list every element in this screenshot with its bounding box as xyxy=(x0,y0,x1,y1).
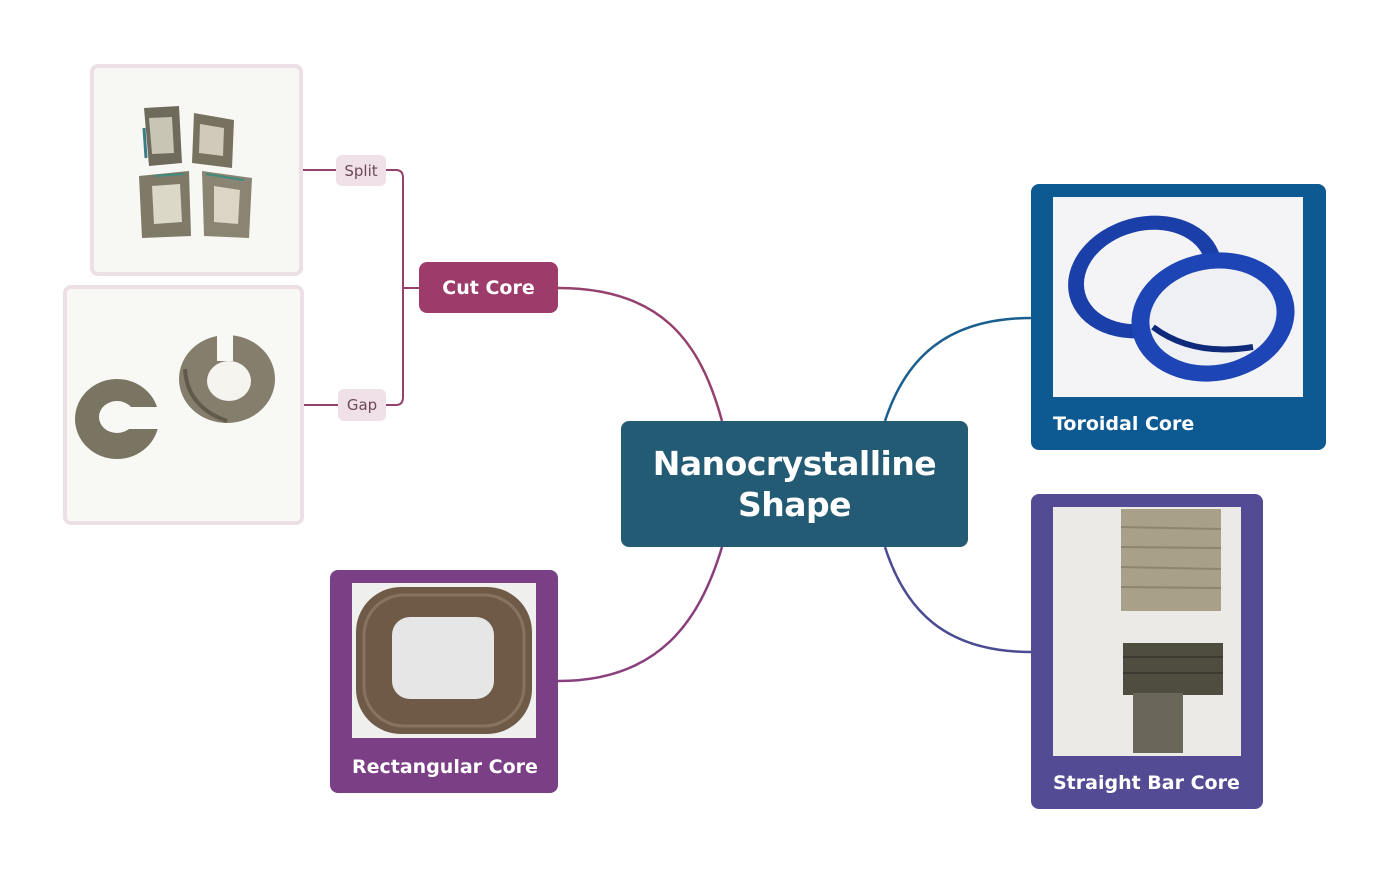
cut-core-topic: Cut Core xyxy=(419,262,558,313)
connector-toroidal xyxy=(883,316,1032,422)
connector-cut-core xyxy=(557,286,724,422)
gap-label: Gap xyxy=(346,396,378,414)
toroidal-core-photo xyxy=(1053,197,1303,397)
connector-cut-core-bracket xyxy=(386,169,419,406)
central-topic: Nanocrystalline Shape xyxy=(621,421,968,547)
cut-core-label: Cut Core xyxy=(442,276,535,299)
rectangular-core-label: Rectangular Core xyxy=(352,756,538,778)
straight-bar-core-label: Straight Bar Core xyxy=(1053,772,1240,794)
rectangular-core-photo xyxy=(352,583,536,738)
toroidal-core-label: Toroidal Core xyxy=(1053,413,1195,435)
straight-bar-core-topic: Straight Bar Core xyxy=(1031,494,1263,809)
rectangular-core-topic: Rectangular Core xyxy=(330,570,558,793)
connector-straight-bar xyxy=(883,546,1032,654)
split-tag: Split xyxy=(336,155,386,186)
connector-rectangular xyxy=(557,546,724,683)
straight-bar-core-photo xyxy=(1053,507,1241,756)
toroidal-core-topic: Toroidal Core xyxy=(1031,184,1326,450)
gap-core-photo xyxy=(63,285,304,525)
split-core-photo xyxy=(90,64,303,276)
split-label: Split xyxy=(344,161,378,180)
central-topic-label: Nanocrystalline Shape xyxy=(652,444,937,524)
gap-tag: Gap xyxy=(338,389,386,421)
